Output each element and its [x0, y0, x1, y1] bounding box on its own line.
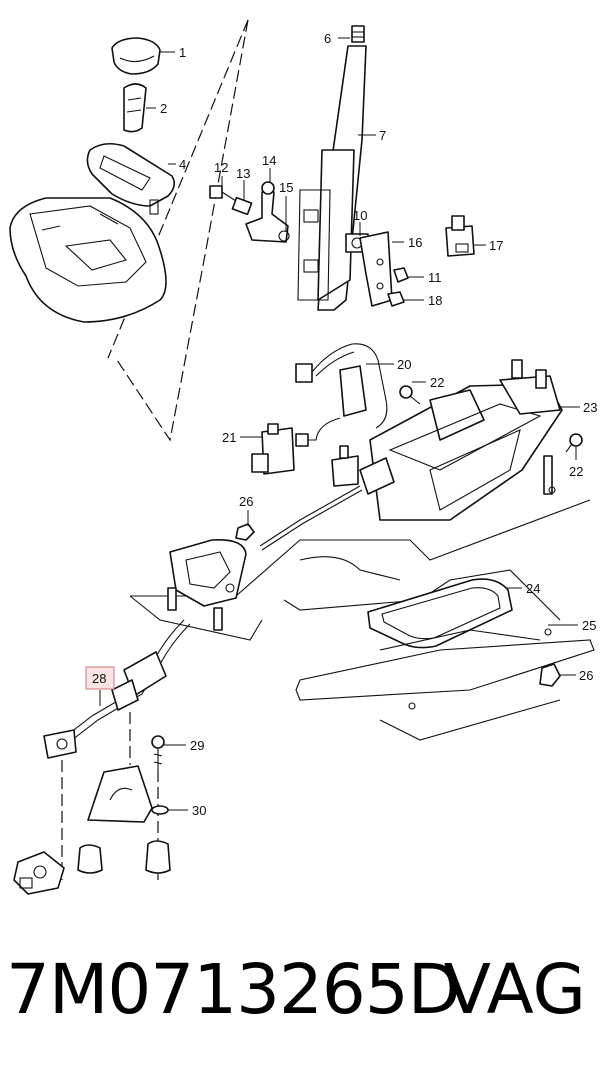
selector-housing-assembly [331, 359, 563, 521]
callout-21: 21 [222, 430, 236, 445]
gearbox-lever-end [13, 851, 65, 895]
callout-2: 2 [160, 101, 167, 116]
screw [151, 735, 165, 770]
callout-11: 11 [428, 270, 442, 285]
shift-cable-rod [259, 485, 363, 551]
nut [393, 267, 409, 283]
brand-name: VAG [443, 950, 586, 1030]
callout-16: 16 [408, 235, 422, 250]
floor-plate [379, 629, 541, 651]
gear-gaiter [123, 83, 147, 133]
callout-7: 7 [379, 128, 386, 143]
callout-22-top: 22 [430, 375, 444, 390]
callout-20: 20 [397, 357, 411, 372]
callout-15: 15 [279, 180, 293, 195]
selector-bracket-rail [297, 45, 367, 311]
rubber-sleeve [77, 844, 103, 874]
nut [235, 523, 255, 541]
callout-25: 25 [582, 618, 596, 633]
boundary-dashed-line [107, 19, 249, 359]
callout-6: 6 [324, 31, 331, 46]
callout-28: 28 [92, 671, 106, 686]
callout-26-bottom: 26 [579, 668, 593, 683]
mount-plate [359, 231, 393, 307]
gear-knob [111, 37, 161, 75]
callout-4: 4 [179, 157, 186, 172]
part-number: 7M0713265D [6, 950, 461, 1030]
callout-26-top: 26 [239, 494, 253, 509]
center-console-housing [9, 197, 167, 323]
boundary-dashed-line [114, 19, 249, 442]
cable-guide-bracket [167, 538, 247, 631]
washer [151, 805, 169, 815]
selector-cable [43, 619, 191, 759]
callout-22-right: 22 [569, 464, 583, 479]
shift-lock-switch [251, 423, 295, 475]
solenoid-switch [445, 215, 475, 257]
bolt-sleeve [209, 185, 253, 216]
callout-10: 10 [353, 208, 367, 223]
callout-18: 18 [428, 293, 442, 308]
callout-17: 17 [489, 238, 503, 253]
selector-cover-trim [86, 142, 176, 215]
pin-stud [351, 25, 365, 43]
footer-caption: 7M0713265D VAG [0, 950, 600, 1060]
callout-1: 1 [179, 45, 186, 60]
wiring-harness [295, 343, 388, 447]
seal-gasket [367, 578, 513, 649]
nut [539, 663, 561, 687]
callout-28-highlight [85, 666, 115, 690]
callout-12: 12 [214, 160, 228, 175]
callout-29: 29 [190, 738, 204, 753]
exploded-parts-diagram: 1 2 4 6 7 12 13 14 15 10 16 17 11 18 20 … [9, 19, 597, 895]
detent-lever [245, 181, 290, 243]
callout-23: 23 [583, 400, 597, 415]
callout-13: 13 [236, 166, 250, 181]
callout-14: 14 [262, 153, 276, 168]
callout-24: 24 [526, 581, 540, 596]
bolt [399, 385, 421, 405]
bolt [565, 433, 583, 453]
nut [387, 291, 405, 307]
leader-lines [99, 37, 580, 811]
floor-pan [129, 486, 595, 741]
rubber-sleeve [145, 840, 171, 874]
cable-mount-bracket [87, 765, 153, 823]
callout-30: 30 [192, 803, 206, 818]
